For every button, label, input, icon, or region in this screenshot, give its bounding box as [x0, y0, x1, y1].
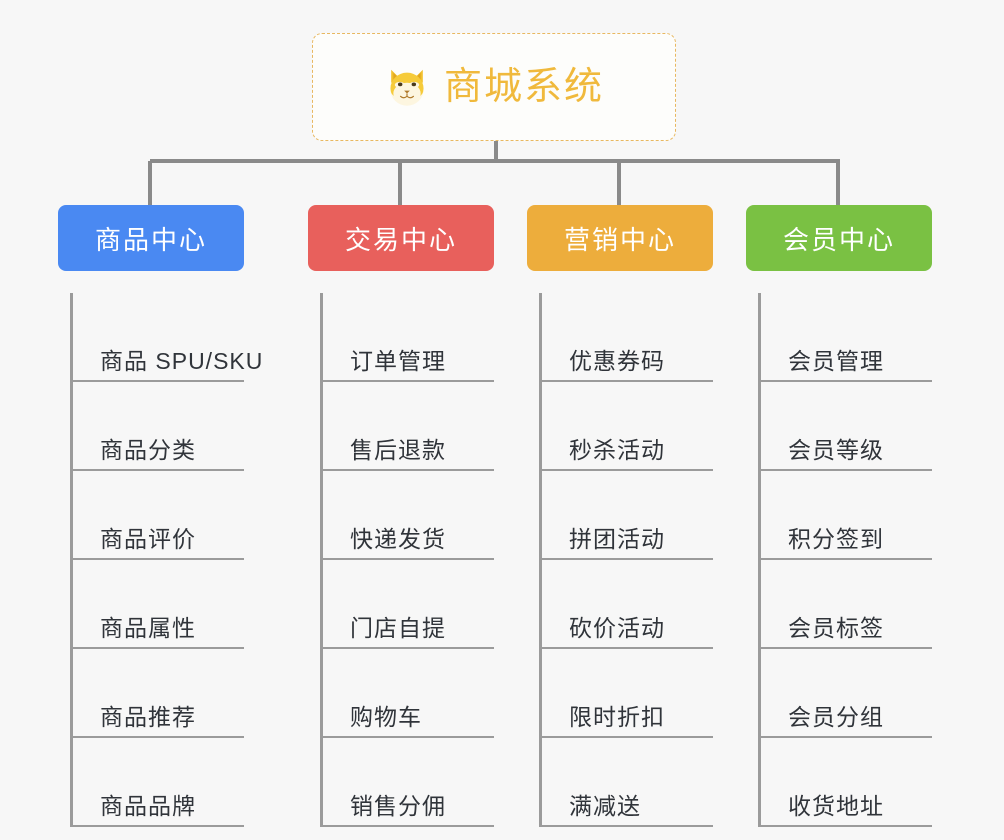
branch-item-label: 砍价活动 — [569, 614, 665, 641]
branch-item[interactable]: 商品评价 — [70, 471, 244, 560]
branch-item[interactable]: 秒杀活动 — [539, 382, 713, 471]
branch-item-label: 商品属性 — [100, 614, 196, 641]
branch-spine-2 — [320, 293, 323, 827]
branch-item-label: 秒杀活动 — [569, 436, 665, 463]
branch-column-2: 交易中心订单管理售后退款快递发货门店自提购物车销售分佣 — [308, 205, 494, 827]
branch-item-label: 商品品牌 — [100, 792, 196, 819]
branch-item-label: 订单管理 — [350, 347, 446, 374]
branch-item-label: 商品分类 — [100, 436, 196, 463]
root-node[interactable]: 商城系统 — [312, 33, 676, 141]
branch-item[interactable]: 门店自提 — [320, 560, 494, 649]
branch-item-label: 满减送 — [569, 792, 641, 819]
branch-item[interactable]: 会员标签 — [758, 560, 932, 649]
branch-item-label: 积分签到 — [788, 525, 884, 552]
connector-drop-2 — [398, 161, 402, 209]
branch-item[interactable]: 优惠券码 — [539, 293, 713, 382]
branch-item[interactable]: 销售分佣 — [320, 738, 494, 827]
branch-spine-4 — [758, 293, 761, 827]
branch-header-2[interactable]: 交易中心 — [308, 205, 494, 271]
branch-item[interactable]: 会员管理 — [758, 293, 932, 382]
branch-item-label: 售后退款 — [350, 436, 446, 463]
branch-item[interactable]: 商品分类 — [70, 382, 244, 471]
branch-item-label: 商品评价 — [100, 525, 196, 552]
branch-item[interactable]: 拼团活动 — [539, 471, 713, 560]
branch-item[interactable]: 订单管理 — [320, 293, 494, 382]
branch-item[interactable]: 积分签到 — [758, 471, 932, 560]
branch-column-3: 营销中心优惠券码秒杀活动拼团活动砍价活动限时折扣满减送 — [527, 205, 713, 827]
branch-item[interactable]: 商品推荐 — [70, 649, 244, 738]
branch-item[interactable]: 砍价活动 — [539, 560, 713, 649]
branch-spine-1 — [70, 293, 73, 827]
branch-column-1: 商品中心商品 SPU/SKU 商品分类商品评价商品属性商品推荐商品品牌 — [58, 205, 262, 827]
connector-bus — [150, 159, 840, 163]
branch-item-label: 拼团活动 — [569, 525, 665, 552]
connector-stem — [494, 141, 498, 163]
branch-item-label: 收货地址 — [788, 792, 884, 819]
branch-item[interactable]: 快递发货 — [320, 471, 494, 560]
connector-drop-4 — [836, 161, 840, 209]
branch-spine-3 — [539, 293, 542, 827]
branch-header-4[interactable]: 会员中心 — [746, 205, 932, 271]
branch-item[interactable]: 限时折扣 — [539, 649, 713, 738]
branch-header-3[interactable]: 营销中心 — [527, 205, 713, 271]
branch-item[interactable]: 会员等级 — [758, 382, 932, 471]
branch-header-1[interactable]: 商品中心 — [58, 205, 244, 271]
branch-item[interactable]: 购物车 — [320, 649, 494, 738]
branch-item-label: 购物车 — [350, 703, 422, 730]
connector-drop-1 — [148, 161, 152, 209]
branch-item[interactable]: 商品 SPU/SKU — [70, 293, 262, 382]
branch-item-label: 销售分佣 — [350, 792, 446, 819]
branch-item-label: 商品 SPU/SKU — [100, 347, 264, 374]
branch-item-list-2: 订单管理售后退款快递发货门店自提购物车销售分佣 — [308, 293, 494, 827]
branch-item-label: 商品推荐 — [100, 703, 196, 730]
branch-item-list-3: 优惠券码秒杀活动拼团活动砍价活动限时折扣满减送 — [527, 293, 713, 827]
branch-item[interactable]: 满减送 — [539, 738, 713, 827]
branch-item-list-4: 会员管理会员等级积分签到会员标签会员分组收货地址 — [746, 293, 932, 827]
branch-item-list-1: 商品 SPU/SKU 商品分类商品评价商品属性商品推荐商品品牌 — [58, 293, 262, 827]
branch-item-label: 门店自提 — [350, 614, 446, 641]
branch-item-label: 限时折扣 — [569, 703, 665, 730]
branch-item-label: 会员等级 — [788, 436, 884, 463]
branch-item[interactable]: 收货地址 — [758, 738, 932, 827]
branch-column-4: 会员中心会员管理会员等级积分签到会员标签会员分组收货地址 — [746, 205, 932, 827]
root-title: 商城系统 — [443, 66, 604, 108]
branch-item-label: 快递发货 — [350, 525, 446, 552]
branch-item-label: 会员分组 — [788, 703, 884, 730]
branch-item[interactable]: 商品品牌 — [70, 738, 244, 827]
branch-item[interactable]: 会员分组 — [758, 649, 932, 738]
connector-drop-3 — [617, 161, 621, 209]
branch-item-label: 会员管理 — [788, 347, 884, 374]
shiba-dog-face-icon — [384, 64, 430, 110]
branch-item-label: 会员标签 — [788, 614, 884, 641]
branch-item[interactable]: 售后退款 — [320, 382, 494, 471]
branch-item[interactable]: 商品属性 — [70, 560, 244, 649]
branch-item-label: 优惠券码 — [569, 347, 665, 374]
